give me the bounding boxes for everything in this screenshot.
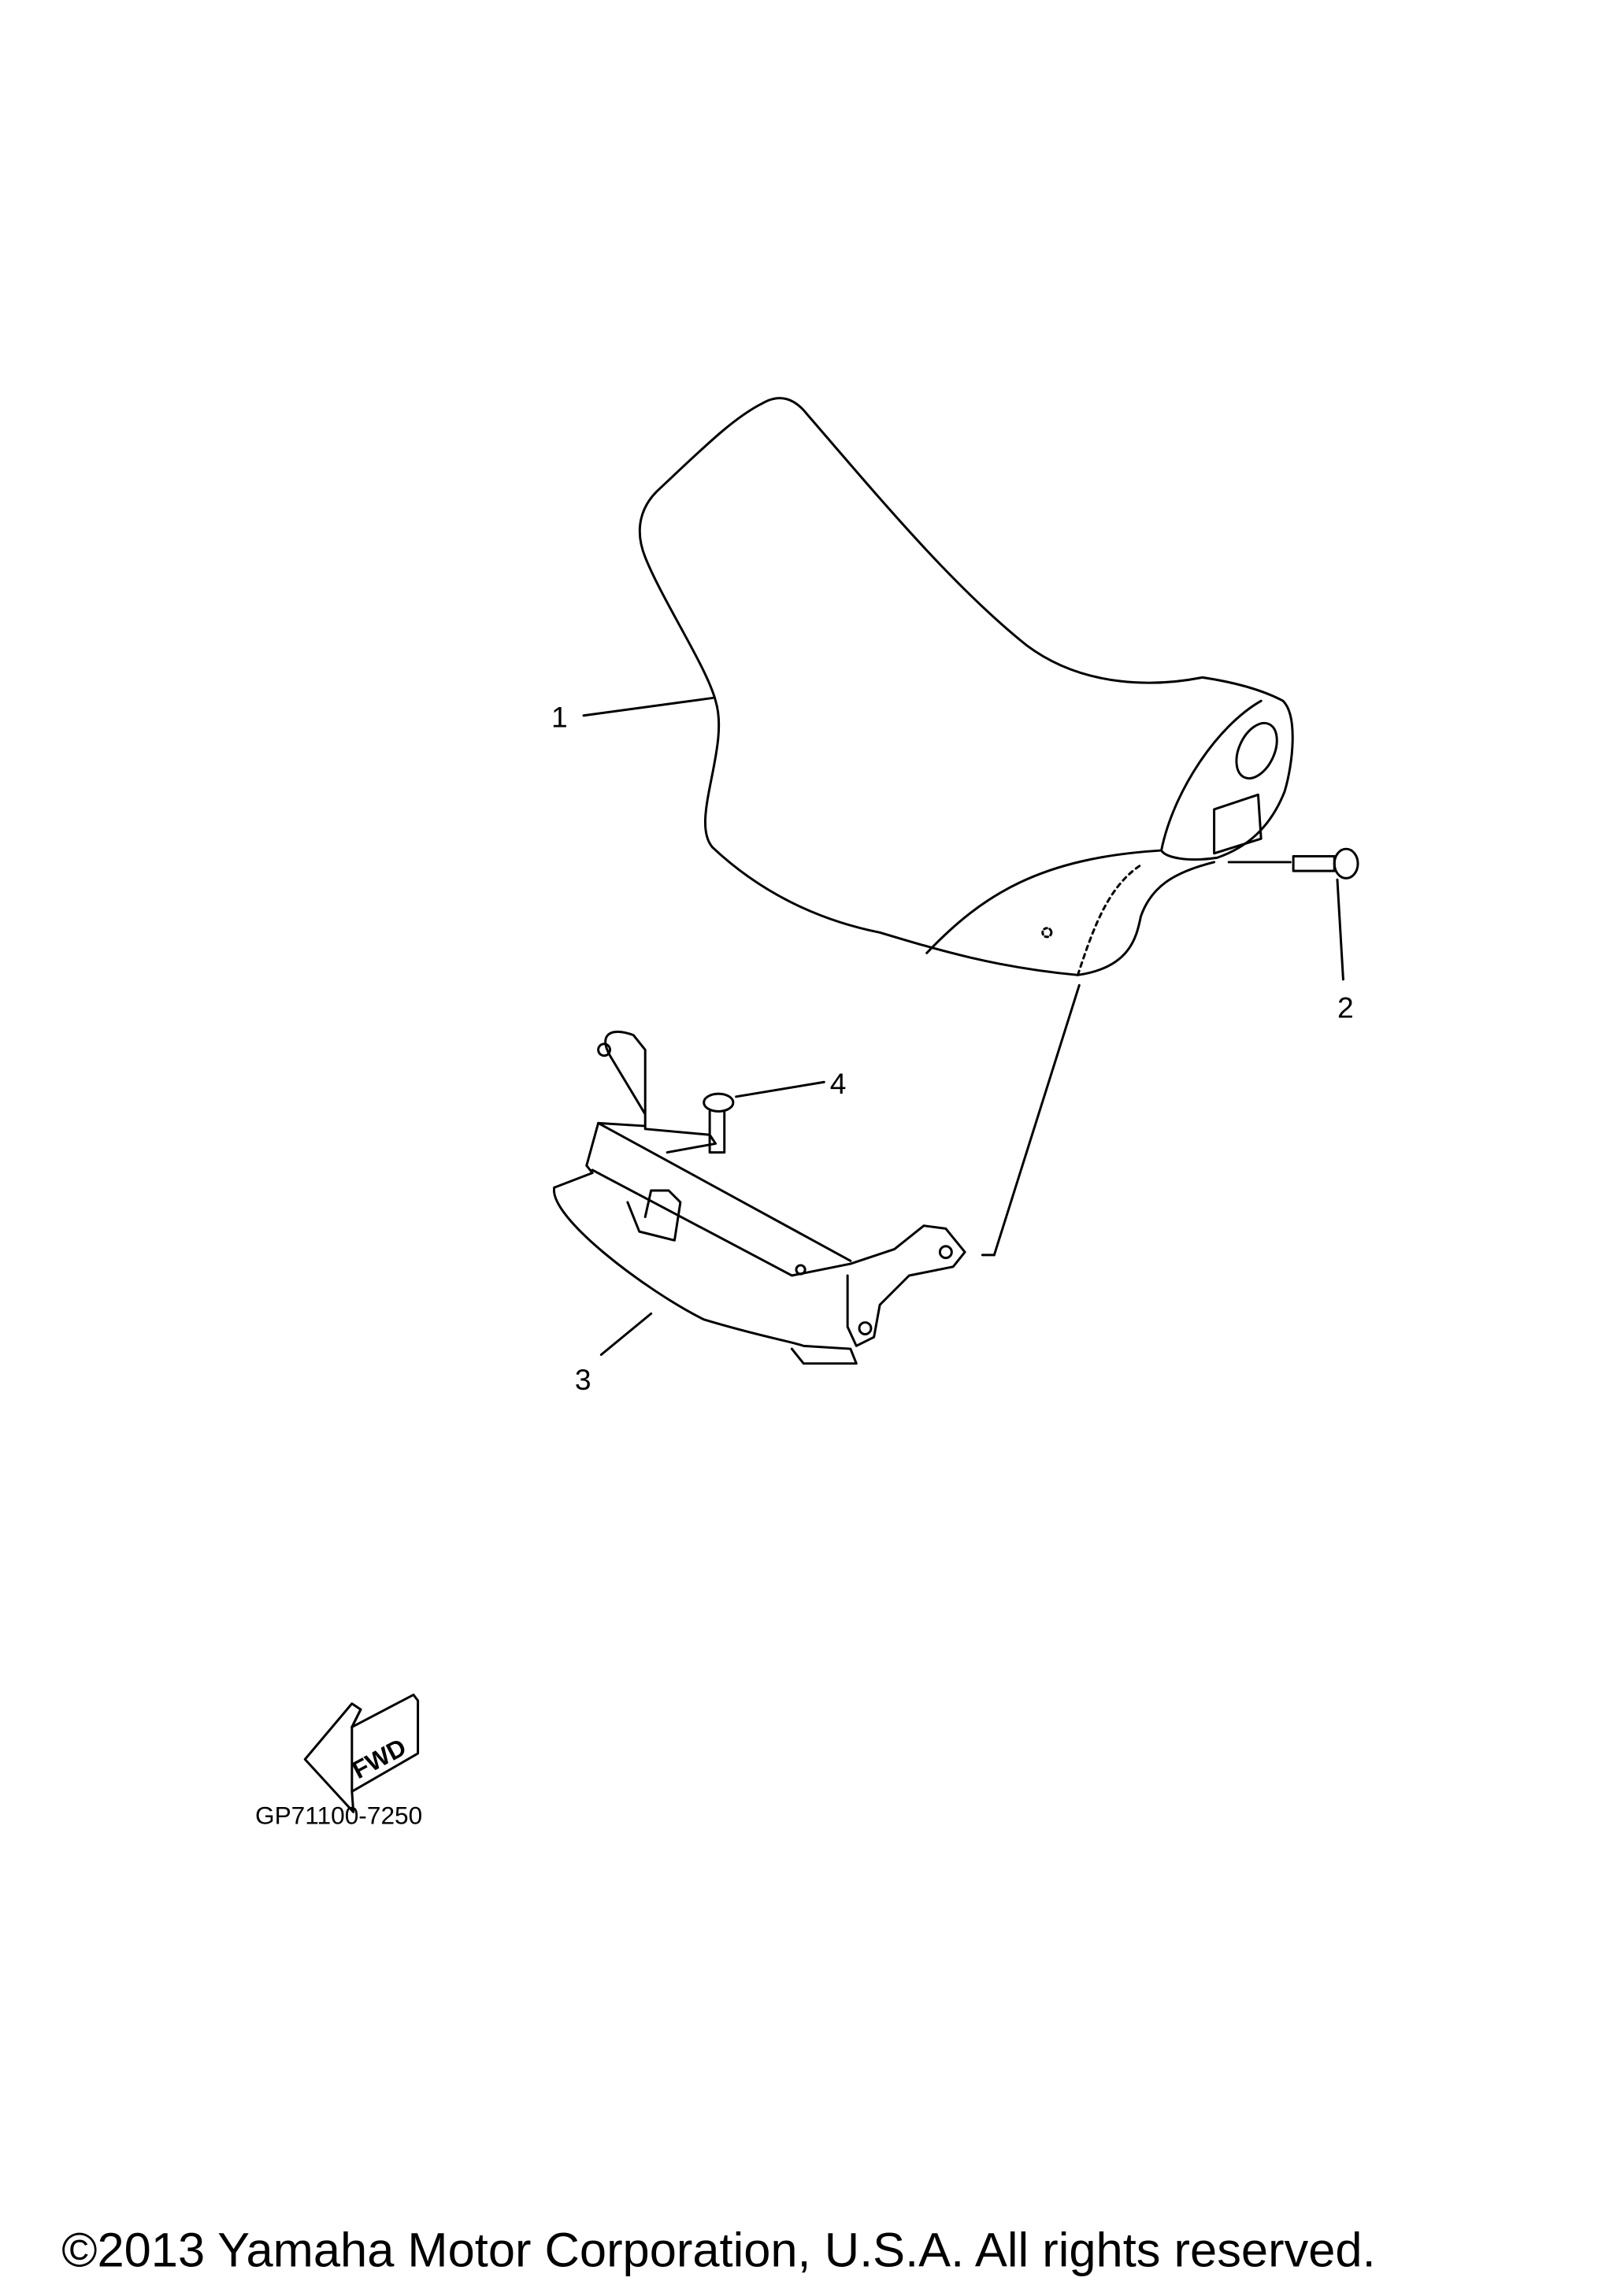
callout-4: 4 [830,1067,847,1100]
seat [638,397,1294,976]
fwd-arrow-icon [303,1693,420,1813]
leader-1 [582,696,714,717]
callout-2: 2 [1337,991,1354,1024]
bolt-4 [703,1080,825,1154]
copyright: ©2013 Yamaha Motor Corporation, U.S.A. A… [61,2224,1375,2278]
bolt-2 [1227,847,1359,981]
callout-1: 1 [551,701,568,734]
bracket [553,983,1081,1365]
callout-3: 3 [575,1363,591,1396]
diagram-code: GP71100-7250 [255,1801,422,1829]
